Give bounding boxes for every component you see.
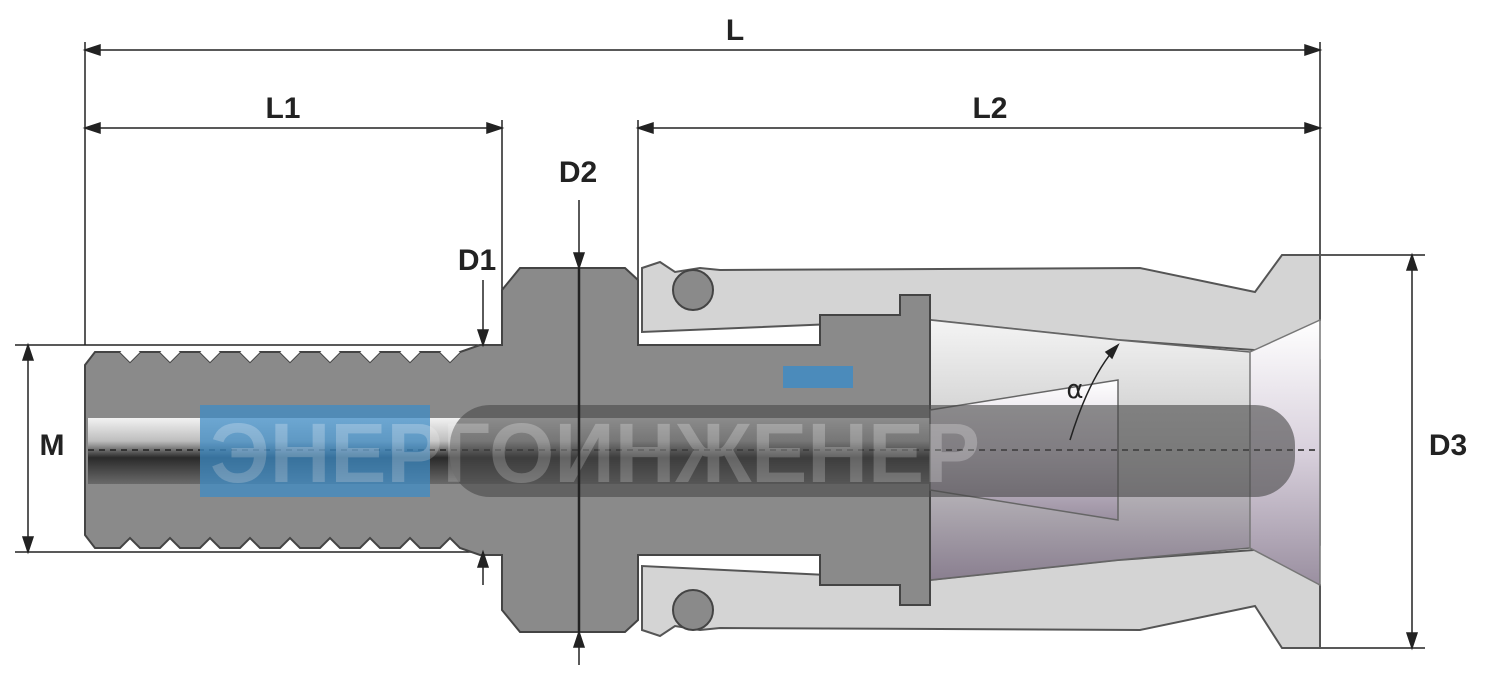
- o-ring-top: [672, 269, 714, 311]
- extension-lines: [15, 42, 1425, 649]
- label-L2: L2: [972, 92, 1007, 125]
- dimension-lines: [21, 43, 1419, 665]
- label-L: L: [726, 14, 744, 47]
- label-D2: D2: [559, 156, 597, 189]
- label-L1: L1: [265, 92, 300, 125]
- label-alpha: α: [1066, 375, 1083, 405]
- label-D1: D1: [458, 244, 496, 277]
- label-D3: D3: [1429, 429, 1467, 462]
- label-M: M: [40, 429, 65, 462]
- watermark-text: ЭНЕРГОИНЖЕНЕР: [210, 406, 980, 500]
- watermark: ЭНЕРГОИНЖЕНЕР: [200, 366, 1295, 500]
- thread-teeth: [120, 352, 460, 362]
- o-ring-bottom: [672, 589, 714, 631]
